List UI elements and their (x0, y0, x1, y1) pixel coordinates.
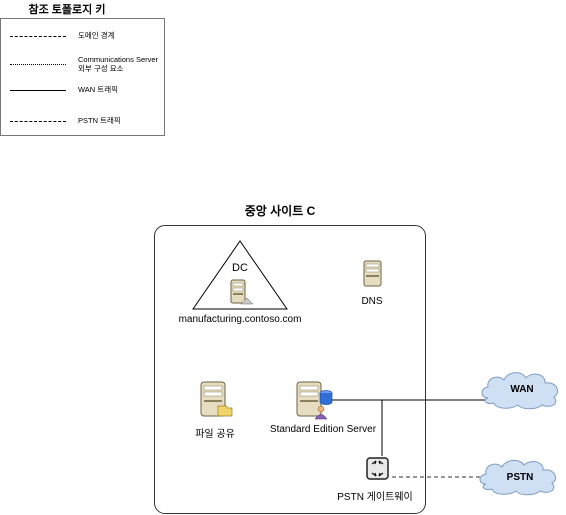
legend-line-pstn-traffic (10, 121, 66, 122)
legend-line-domain-boundary (10, 36, 66, 37)
file-share-label: 파일 공유 (195, 429, 235, 440)
wan-cloud-icon (481, 372, 559, 410)
domain-triangle (192, 240, 288, 310)
pstn-cloud-label: PSTN (506, 472, 534, 483)
dns-label: DNS (361, 296, 383, 307)
site-title: 중앙 사이트 C (244, 204, 316, 218)
standard-edition-server-label: Standard Edition Server (269, 424, 377, 435)
pstn-gateway-label: PSTN 게이트웨이 (337, 492, 413, 503)
legend-label-wan-traffic: WAN 트래픽 (78, 85, 119, 94)
legend-line-external-components (10, 64, 66, 65)
legend-title: 참조 토폴로지 키 (28, 4, 106, 16)
legend-box: 도메인 경계 Communications Server 외부 구성 요소 WA… (0, 18, 165, 136)
dc-label: DC (232, 262, 248, 274)
pstn-gateway-icon[interactable] (365, 456, 391, 482)
file-share-server-icon[interactable] (198, 380, 234, 420)
legend-label-pstn-traffic: PSTN 트래픽 (78, 116, 121, 125)
domain-name-label: manufacturing.contoso.com (178, 314, 302, 325)
legend-label-external-components: Communications Server 외부 구성 요소 (78, 55, 159, 73)
legend-label-domain-boundary: 도메인 경계 (78, 31, 115, 40)
standard-edition-server-icon[interactable] (294, 380, 334, 422)
wan-cloud-label: WAN (510, 384, 534, 395)
legend-line-wan-traffic (10, 90, 66, 91)
central-site-boundary (154, 225, 426, 514)
domain-controller-server-icon[interactable] (229, 278, 255, 306)
dns-server-icon[interactable] (361, 259, 385, 289)
pstn-cloud-icon (479, 459, 557, 496)
